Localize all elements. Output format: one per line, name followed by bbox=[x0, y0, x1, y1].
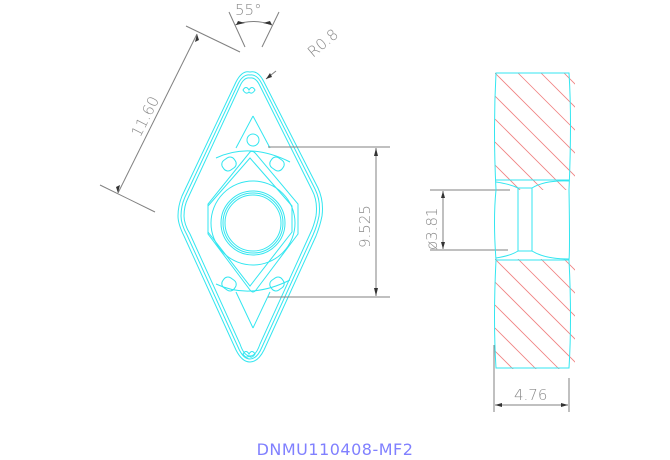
arrowheads bbox=[116, 21, 568, 407]
radius-label: R0.8 bbox=[304, 25, 342, 61]
insert-top-view bbox=[177, 71, 323, 363]
insert-section-view bbox=[494, 72, 575, 369]
inscribed-circle-label: 9.525 bbox=[356, 205, 374, 248]
angle-label: 55° bbox=[235, 1, 262, 19]
edge-length-label: 11.60 bbox=[128, 93, 164, 139]
hole-diameter-label: ø3.81 bbox=[423, 207, 441, 250]
dimension-lines bbox=[99, 11, 570, 412]
part-number-title: DNMU110408-MF2 bbox=[256, 440, 414, 459]
thickness-label: 4.76 bbox=[514, 386, 547, 404]
